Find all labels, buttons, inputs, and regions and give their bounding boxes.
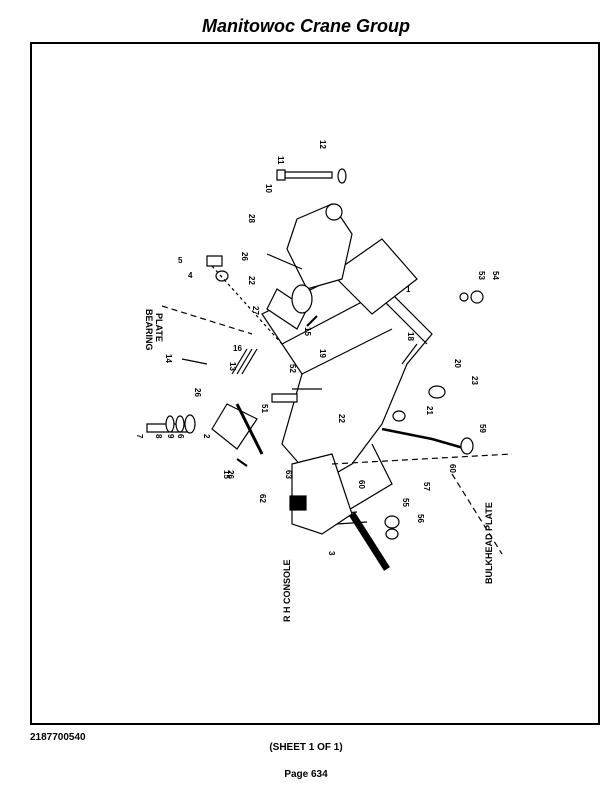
callout-26-bottom: 26 xyxy=(226,470,235,479)
callout-15-bottom: 15 xyxy=(222,470,231,479)
callout-8: 8 xyxy=(154,434,163,439)
bearing-plate-label-line1: BEARING xyxy=(144,309,154,351)
callout-54: 54 xyxy=(491,271,500,280)
drawing-frame: BEARING PLATE BULKHEAD PLATE R H CONSOLE… xyxy=(30,42,600,725)
callout-21: 21 xyxy=(425,406,434,415)
callout-16: 16 xyxy=(233,344,242,353)
callout-28-top: 28 xyxy=(247,214,256,223)
spring-part-13 xyxy=(231,348,258,375)
callout-15-top: 15 xyxy=(303,327,312,336)
cable-part-60 xyxy=(381,427,468,451)
callout-62: 62 xyxy=(258,494,267,503)
callout-61: 60 xyxy=(357,480,366,489)
callout-6: 6 xyxy=(176,434,185,439)
callout-55: 55 xyxy=(401,498,410,507)
rh-console-plate xyxy=(291,453,353,535)
callout-57: 57 xyxy=(422,482,431,491)
bolt-part-11 xyxy=(284,171,333,179)
bearing-plate-label-line2: PLATE xyxy=(154,313,164,342)
bulkhead-plate-line xyxy=(451,473,503,555)
callout-53: 53 xyxy=(477,271,486,280)
block-part-10 xyxy=(286,203,353,290)
callout-60: 60 xyxy=(448,464,457,473)
bulkhead-plate-label: BULKHEAD PLATE xyxy=(484,502,494,584)
callout-56: 56 xyxy=(416,514,425,523)
callout-9: 9 xyxy=(166,434,175,439)
callout-19: 19 xyxy=(318,349,327,358)
callout-12: 12 xyxy=(318,140,327,149)
callout-1: 1 xyxy=(406,285,411,294)
callout-23: 23 xyxy=(470,376,479,385)
callout-7: 7 xyxy=(135,434,144,439)
exploded-parts-diagram: BEARING PLATE BULKHEAD PLATE R H CONSOLE… xyxy=(135,140,513,622)
callout-20: 20 xyxy=(453,359,462,368)
rh-console-label: R H CONSOLE xyxy=(282,559,292,622)
sheet-indicator: (SHEET 1 OF 1) xyxy=(269,742,343,753)
callout-4: 4 xyxy=(188,271,193,280)
callout-51: 51 xyxy=(260,404,269,413)
linkage-part-2 xyxy=(211,403,258,450)
drawing-part-number: 2187700540 xyxy=(30,732,86,743)
callout-25: 26 xyxy=(240,252,249,261)
callout-27: 27 xyxy=(251,306,260,315)
callout-26-top: 26 xyxy=(193,388,202,397)
callout-13: 13 xyxy=(228,362,237,371)
callout-24: 22 xyxy=(247,276,256,285)
bearing-plate-line xyxy=(161,305,253,335)
callout-18: 18 xyxy=(406,332,415,341)
callout-14: 14 xyxy=(164,354,173,363)
top-plate xyxy=(331,238,418,315)
callout-10: 10 xyxy=(264,184,273,193)
bracket-body xyxy=(261,263,433,485)
callout-5: 5 xyxy=(178,256,183,265)
callout-3: 3 xyxy=(327,551,336,556)
callout-52: 52 xyxy=(288,364,297,373)
page-title: Manitowoc Crane Group xyxy=(201,16,410,36)
callout-63: 63 xyxy=(284,470,293,479)
callout-2: 2 xyxy=(202,434,211,439)
callout-22: 22 xyxy=(337,414,346,423)
callout-11: 11 xyxy=(276,156,285,165)
page-number: Page 634 xyxy=(284,769,328,780)
callout-59: 59 xyxy=(478,424,487,433)
